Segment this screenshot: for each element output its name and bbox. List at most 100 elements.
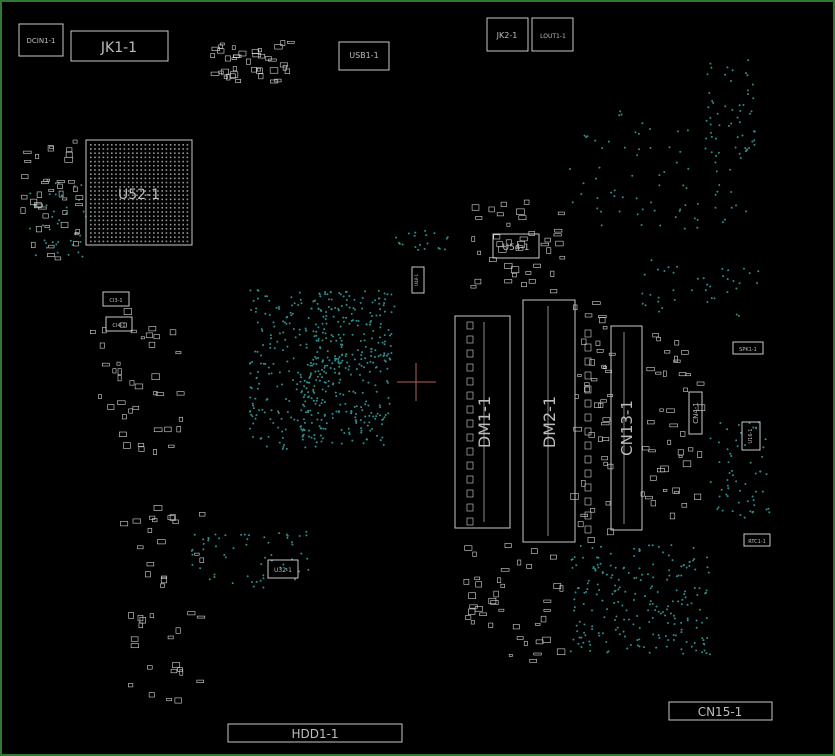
bga-ball: [165, 156, 168, 159]
via: [191, 548, 194, 551]
component-dm1[interactable]: DM1-1: [454, 315, 511, 529]
via: [732, 279, 735, 282]
component-u32[interactable]: U32-1: [267, 559, 299, 579]
via: [695, 626, 698, 629]
component-dm2[interactable]: DM2-1: [522, 299, 576, 543]
via: [290, 541, 293, 544]
via: [338, 356, 341, 359]
component-rtc1[interactable]: RTC1-1: [743, 533, 771, 547]
bga-ball: [98, 202, 100, 205]
bga-ball: [94, 186, 96, 188]
bga-ball: [90, 144, 92, 146]
via: [382, 443, 385, 446]
via: [659, 612, 662, 615]
via: [599, 562, 602, 565]
smd-pad: [697, 404, 706, 411]
component-u16[interactable]: U16-1: [741, 421, 761, 451]
via: [35, 204, 38, 207]
bga-ball: [174, 190, 176, 192]
smd-pad: [75, 195, 84, 200]
connector-pin: [584, 455, 592, 464]
via: [705, 589, 708, 592]
via: [688, 564, 691, 567]
smd-pad: [488, 597, 497, 605]
via: [668, 146, 671, 149]
component-jk2[interactable]: JK2-1: [486, 17, 529, 52]
via: [321, 322, 324, 325]
component-ci3[interactable]: CI3-1: [102, 291, 130, 307]
bga-ball: [123, 219, 126, 222]
component-lout1[interactable]: LOUT1-1: [531, 17, 574, 52]
via: [707, 571, 710, 574]
label-dm1: DM1-1: [475, 396, 494, 448]
bga-ball: [94, 219, 96, 222]
bga-ball: [182, 232, 184, 234]
bga-ball: [161, 219, 163, 222]
bga-ball: [111, 198, 113, 201]
smd-pad: [98, 394, 102, 399]
smd-pad: [498, 246, 507, 253]
smd-pad: [210, 71, 220, 76]
via: [308, 376, 311, 379]
via: [621, 196, 624, 199]
via: [354, 416, 357, 419]
bga-ball: [136, 198, 138, 201]
component-hdd1[interactable]: HDD1-1: [227, 723, 403, 743]
smd-pad: [674, 340, 680, 346]
component-ci4[interactable]: CI4-1: [105, 316, 133, 332]
bga-ball: [111, 156, 113, 159]
bga-ball: [106, 202, 109, 205]
bga-ball: [123, 169, 126, 171]
component-usb1[interactable]: USB1-1: [338, 41, 390, 71]
via: [292, 379, 295, 382]
via: [281, 349, 284, 352]
via: [307, 317, 310, 320]
via: [298, 570, 301, 573]
via: [301, 438, 304, 441]
via: [331, 383, 334, 386]
via: [726, 448, 729, 451]
via: [614, 589, 617, 592]
component-dcin[interactable]: DCIN1-1: [18, 23, 64, 57]
smd-pad: [677, 449, 684, 456]
bga-ball: [106, 190, 109, 192]
via: [328, 298, 331, 301]
bga-ball: [165, 236, 168, 238]
bga-ball: [102, 194, 105, 196]
bga-ball: [165, 228, 168, 230]
via: [278, 441, 281, 444]
via: [278, 371, 281, 374]
via: [761, 490, 764, 493]
component-cn15[interactable]: CN15-1: [668, 701, 773, 721]
bga-ball: [94, 228, 96, 230]
component-cn4[interactable]: CN4-1: [688, 391, 703, 435]
bga-ball: [178, 177, 180, 180]
smd-pad: [270, 79, 279, 84]
via: [344, 402, 347, 405]
via: [621, 604, 624, 607]
via: [282, 563, 285, 566]
via: [649, 293, 652, 296]
smd-pad: [598, 436, 603, 442]
component-cn13[interactable]: CN13-1: [610, 325, 643, 531]
bga-ball: [140, 152, 142, 154]
component-u54[interactable]: U54-1: [492, 233, 540, 259]
smd-pad: [198, 512, 206, 517]
via: [672, 633, 675, 636]
bga-ball: [182, 228, 184, 230]
via: [390, 351, 393, 354]
via: [202, 542, 205, 545]
via: [369, 311, 372, 314]
via: [387, 396, 390, 399]
via: [720, 488, 723, 491]
component-u48[interactable]: U48-1: [411, 266, 425, 294]
component-jk1[interactable]: JK1-1: [70, 30, 169, 62]
component-spk1[interactable]: SPK1-1: [732, 341, 764, 355]
via: [323, 370, 326, 373]
via: [250, 308, 253, 311]
bga-ball: [186, 160, 189, 163]
component-u52[interactable]: U52-1: [85, 139, 193, 246]
bga-ball: [123, 156, 126, 159]
bga-ball: [94, 152, 96, 154]
